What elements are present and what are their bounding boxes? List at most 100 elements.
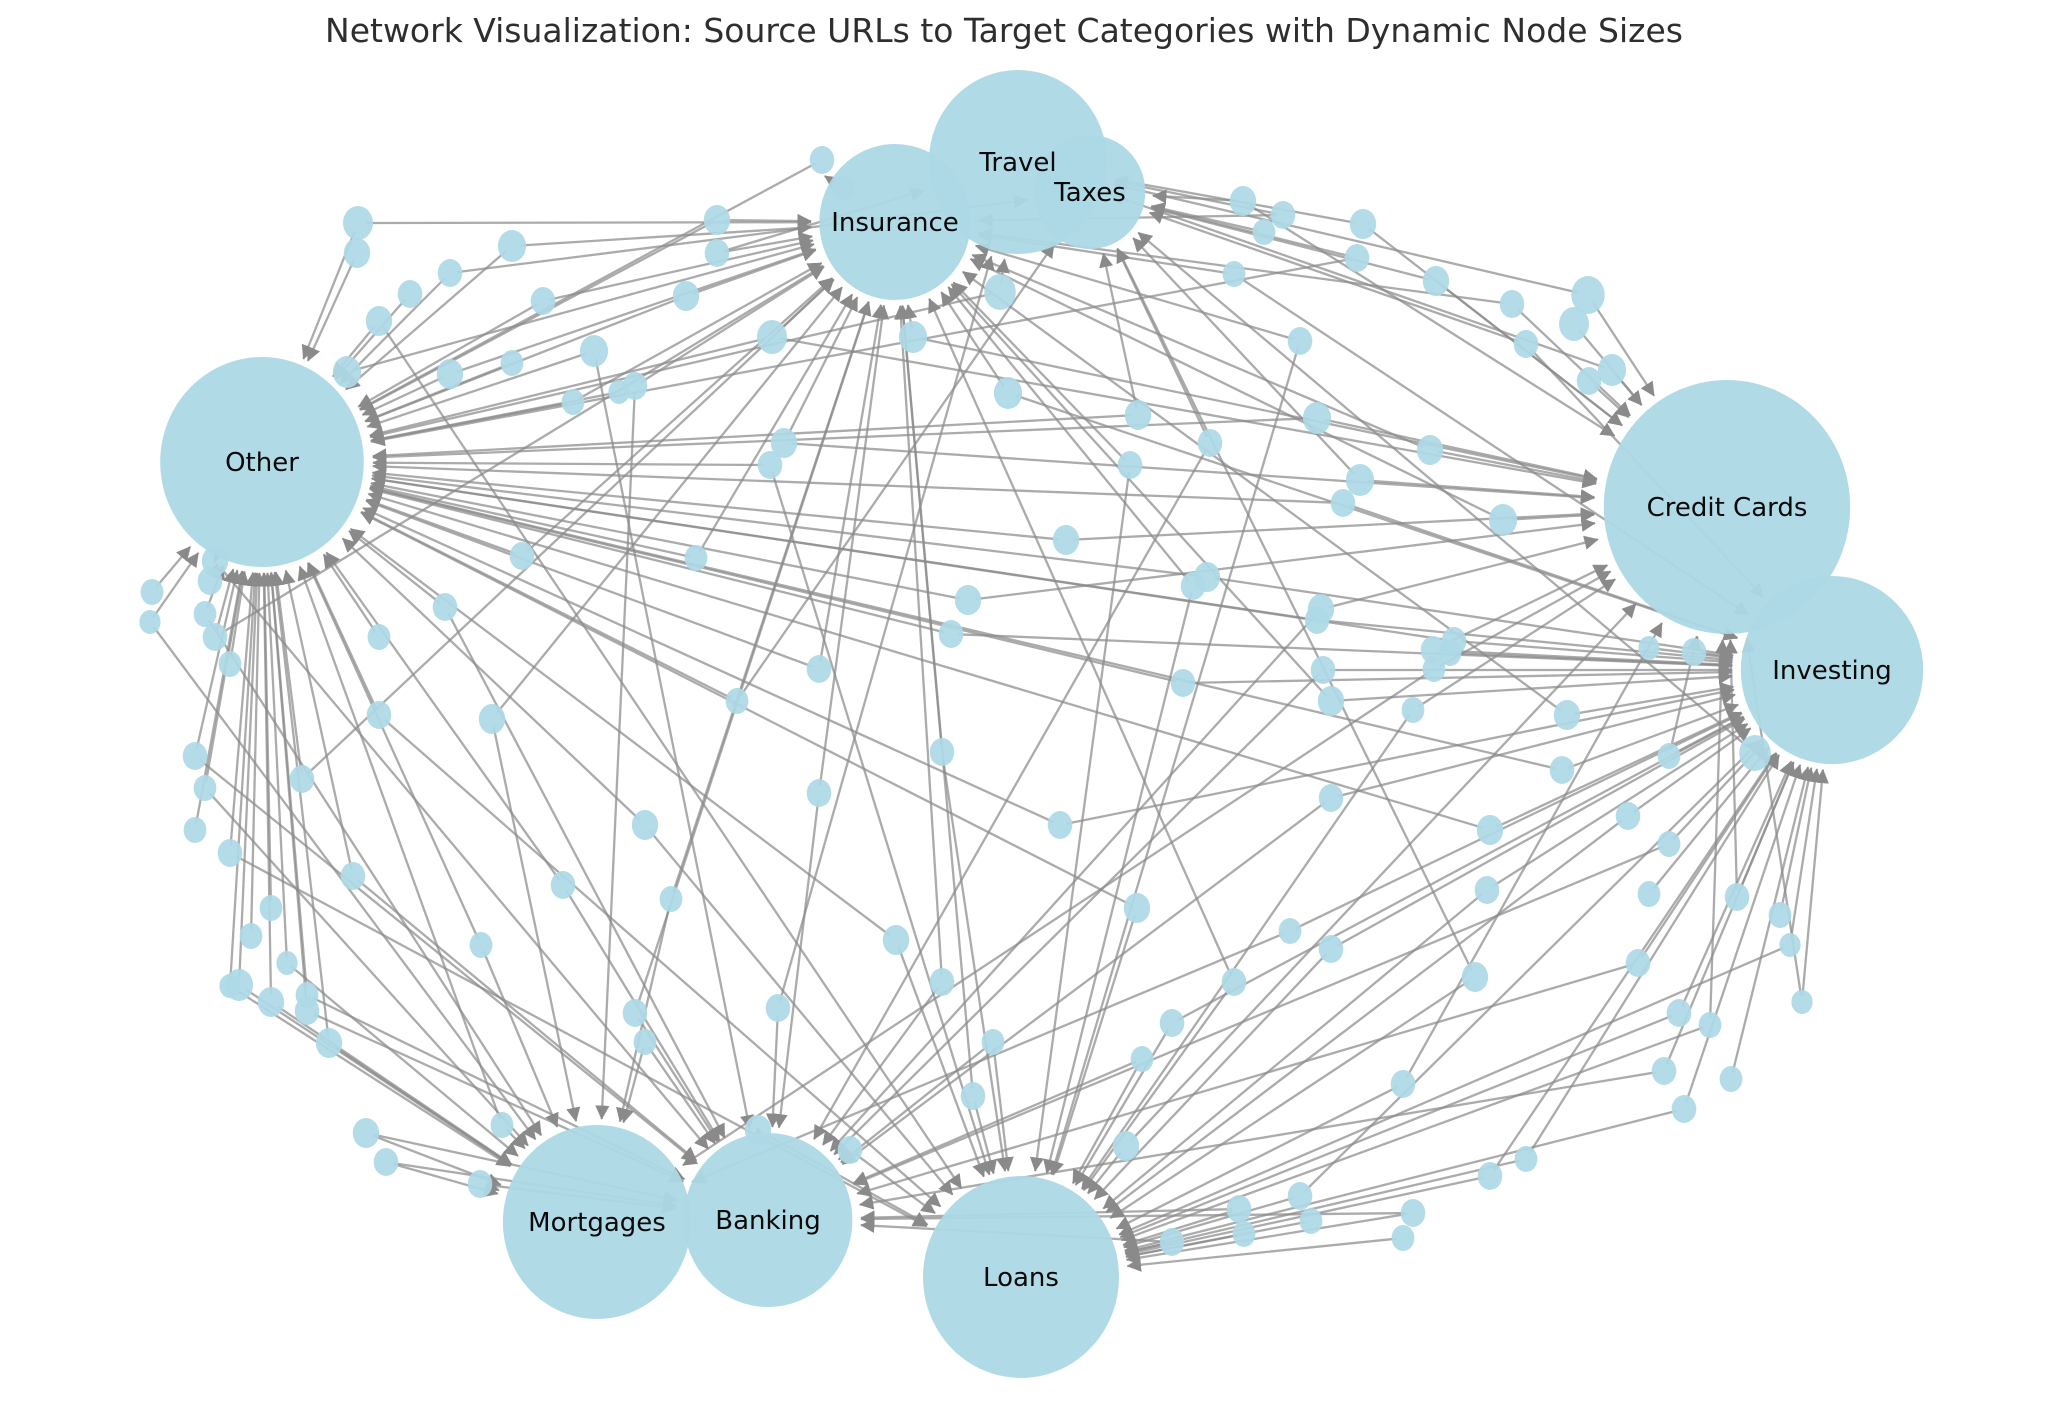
- source-url-node: [757, 320, 787, 354]
- edge-arrow: [306, 562, 480, 940]
- source-url-node: [202, 623, 228, 651]
- source-url-node: [1197, 429, 1223, 457]
- source-url-node: [1159, 1009, 1185, 1037]
- edge-arrow: [739, 243, 1056, 697]
- edge-arrow: [1082, 987, 1231, 1191]
- edge-arrow: [229, 571, 259, 847]
- source-url-node: [809, 146, 835, 174]
- source-url-node: [704, 239, 730, 267]
- edge-arrow: [1336, 717, 1746, 947]
- edge-arrow: [519, 221, 812, 247]
- edge-arrow: [920, 337, 1598, 485]
- edge-arrow: [348, 529, 441, 604]
- edge-arrow: [372, 455, 764, 470]
- edge-arrow: [155, 545, 192, 588]
- edge-arrow: [594, 358, 755, 1130]
- edge-arrow: [1118, 946, 1785, 1236]
- source-url-node: [1416, 435, 1444, 465]
- source-url-node: [1226, 1195, 1252, 1223]
- source-url-node: [659, 886, 683, 912]
- source-url-node: [1657, 831, 1681, 857]
- source-url-node: [1252, 219, 1276, 245]
- edge-arrow: [281, 569, 353, 870]
- edge-arrow: [1337, 691, 1736, 798]
- source-url-node: [1180, 572, 1206, 600]
- source-url-node: [1779, 933, 1801, 957]
- source-url-node: [183, 817, 207, 843]
- source-url-node: [1476, 815, 1504, 845]
- edge-arrow: [771, 471, 993, 1176]
- edge-arrow: [297, 565, 501, 1120]
- chart-title: Network Visualization: Source URLs to Ta…: [325, 11, 1683, 50]
- source-url-node: [725, 688, 749, 714]
- category-label-banking: Banking: [715, 1206, 821, 1236]
- source-url-node: [1123, 893, 1151, 923]
- source-url-node: [436, 359, 464, 389]
- category-label-investing: Investing: [1772, 656, 1891, 686]
- edge-arrow: [220, 264, 824, 635]
- source-url-node: [343, 206, 373, 240]
- edge-arrow: [780, 337, 1597, 489]
- edge-arrow: [1685, 764, 1803, 1103]
- edge-arrow: [897, 946, 986, 1178]
- source-url-node: [960, 1082, 986, 1110]
- edge-arrow: [369, 337, 764, 440]
- edge-arrow: [1130, 603, 1637, 1142]
- source-url-node: [1615, 802, 1641, 830]
- source-url-node: [1299, 1208, 1323, 1234]
- source-url-node: [193, 601, 217, 627]
- source-url-node: [182, 742, 208, 770]
- category-label-taxes: Taxes: [1053, 178, 1126, 208]
- edge-arrow: [1516, 307, 1632, 417]
- source-url-node: [1117, 451, 1143, 479]
- source-url-node: [294, 997, 320, 1025]
- edge-arrow: [456, 246, 817, 373]
- edge-arrow: [698, 293, 854, 553]
- edge-arrow: [821, 987, 939, 1146]
- source-url-node: [1401, 697, 1425, 723]
- source-url-node: [1221, 968, 1247, 996]
- edge-arrow: [1048, 347, 1300, 1176]
- edge-arrow: [1248, 204, 1616, 437]
- edge-arrow: [371, 466, 1059, 541]
- edge-arrow: [1439, 570, 1612, 667]
- source-url-node: [197, 567, 223, 595]
- edge-arrow: [1126, 1237, 1397, 1272]
- edge-arrow: [371, 473, 1448, 642]
- edge-arrow: [229, 570, 250, 658]
- source-url-node: [1441, 627, 1467, 655]
- source-url-node: [432, 593, 458, 621]
- source-url-node: [1681, 638, 1707, 666]
- edge-arrow: [1496, 711, 1743, 828]
- edge-arrow: [1437, 450, 1598, 487]
- source-url-node: [1112, 1131, 1140, 1161]
- edge-arrow: [773, 799, 820, 1129]
- source-url-node: [1318, 935, 1344, 963]
- edge-arrow: [383, 718, 942, 1208]
- edge-arrow: [1116, 247, 1473, 971]
- source-url-node: [929, 968, 955, 996]
- category-label-travel: Travel: [978, 148, 1056, 178]
- source-url-node: [1499, 290, 1525, 318]
- edge-arrow: [357, 879, 698, 1162]
- edge-arrow: [975, 517, 1596, 601]
- edge-arrow: [1043, 592, 1193, 1174]
- source-url-node: [140, 579, 164, 605]
- edge-arrow: [218, 565, 710, 1150]
- edge-arrow: [1367, 479, 1596, 504]
- edge-arrow: [840, 1045, 989, 1164]
- edge-arrow: [354, 240, 815, 372]
- source-url-node: [929, 738, 955, 766]
- edge-arrow: [1124, 1109, 1678, 1255]
- source-url-node: [1768, 902, 1792, 928]
- edge-arrow: [370, 478, 961, 600]
- source-url-node: [1461, 962, 1489, 992]
- edge-arrow: [833, 674, 1319, 1156]
- source-url-node: [257, 987, 285, 1017]
- edge-arrow: [1652, 746, 1770, 890]
- category-node-loans: [923, 1176, 1119, 1378]
- edges-layer: [152, 162, 1829, 1272]
- edge-arrow: [265, 571, 308, 1005]
- edge-arrow: [1066, 685, 1735, 825]
- source-url-node: [1390, 1070, 1416, 1098]
